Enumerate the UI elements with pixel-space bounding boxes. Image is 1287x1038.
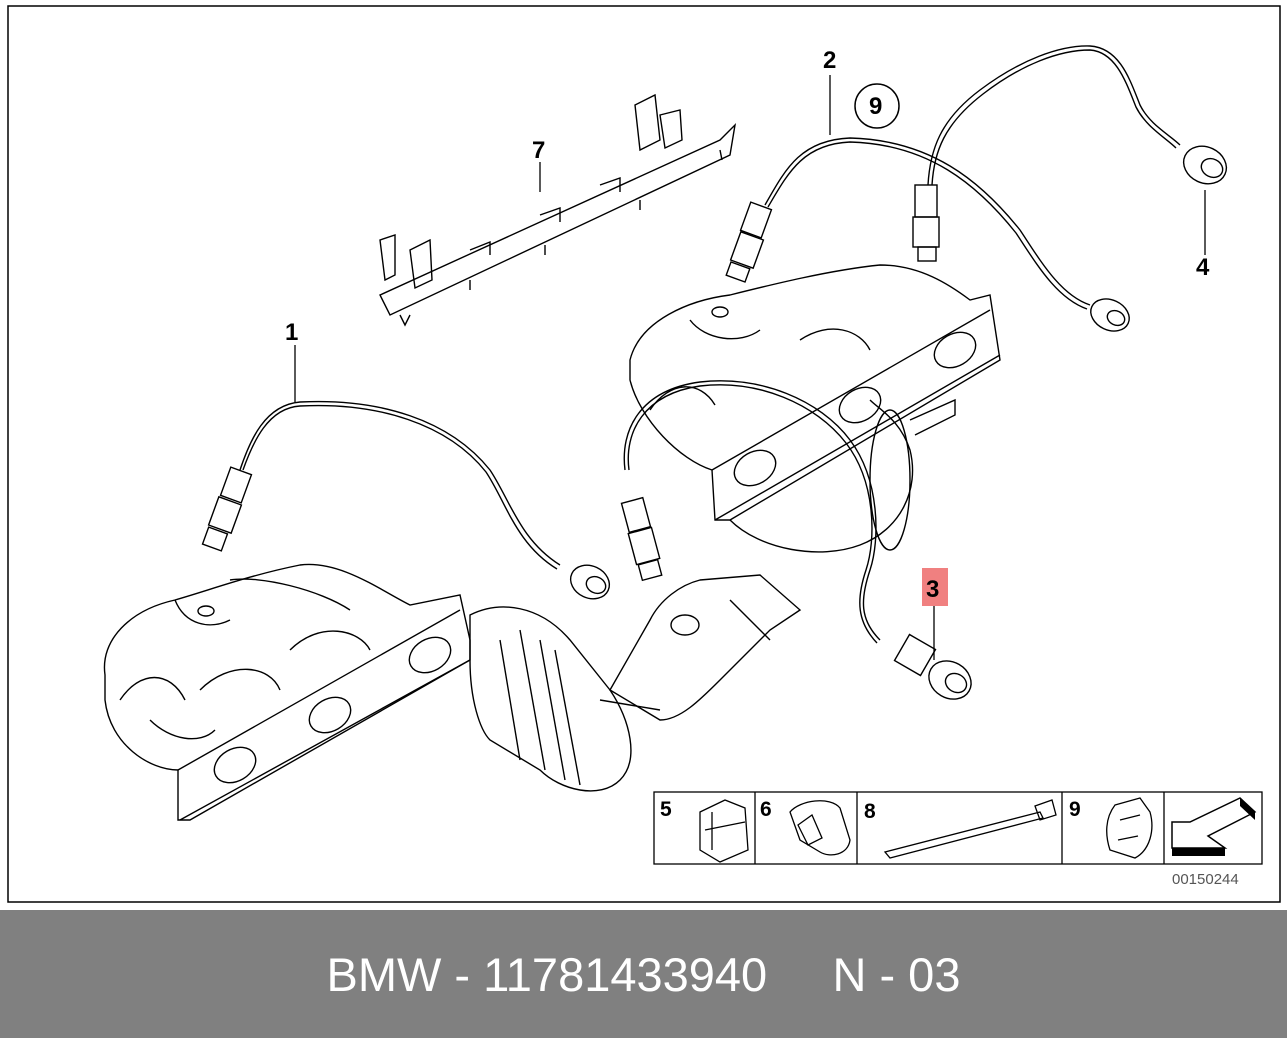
parts-diagram: 1 2 7 4 3 9 (7, 5, 1281, 903)
wiring-bracket (379, 93, 737, 327)
oxygen-sensor-4 (912, 45, 1228, 262)
highlight-box (922, 568, 948, 606)
callout-3: 3 (926, 576, 939, 603)
oxygen-sensor-1 (201, 400, 611, 600)
arrow-icon (1171, 797, 1257, 856)
diagram-frame (7, 5, 1281, 903)
footer-banner: BMW - 11781433940 N - 03 (0, 910, 1287, 1038)
clip-icon (699, 799, 749, 863)
cable-tie-icon (883, 799, 1057, 859)
circled-callout-9: 9 (869, 93, 882, 120)
reference-number: 00150244 (1172, 871, 1239, 888)
callout-1: 1 (285, 319, 298, 346)
legend-number-6: 6 (760, 798, 772, 821)
leader-lines (294, 75, 1206, 660)
circled-callout-ring (854, 83, 900, 129)
callout-2: 2 (823, 47, 836, 74)
exhaust-manifold-lower (103, 563, 471, 821)
legend-number-9: 9 (1069, 798, 1081, 821)
callout-7: 7 (532, 137, 545, 164)
grommet-clip-icon (1106, 797, 1153, 859)
oxygen-sensor-3 (620, 380, 972, 700)
callout-4: 4 (1196, 254, 1210, 281)
legend-number-8: 8 (864, 800, 876, 823)
footer-text: BMW - 11781433940 N - 03 (326, 947, 961, 1001)
legend-number-5: 5 (660, 798, 672, 821)
catalytic-converter (469, 574, 802, 792)
oxygen-sensor-2 (725, 137, 1130, 332)
cable-holder-icon (789, 800, 851, 856)
legend-strip: 5 6 8 9 (653, 791, 1263, 865)
exhaust-manifold-upper (629, 264, 1001, 553)
